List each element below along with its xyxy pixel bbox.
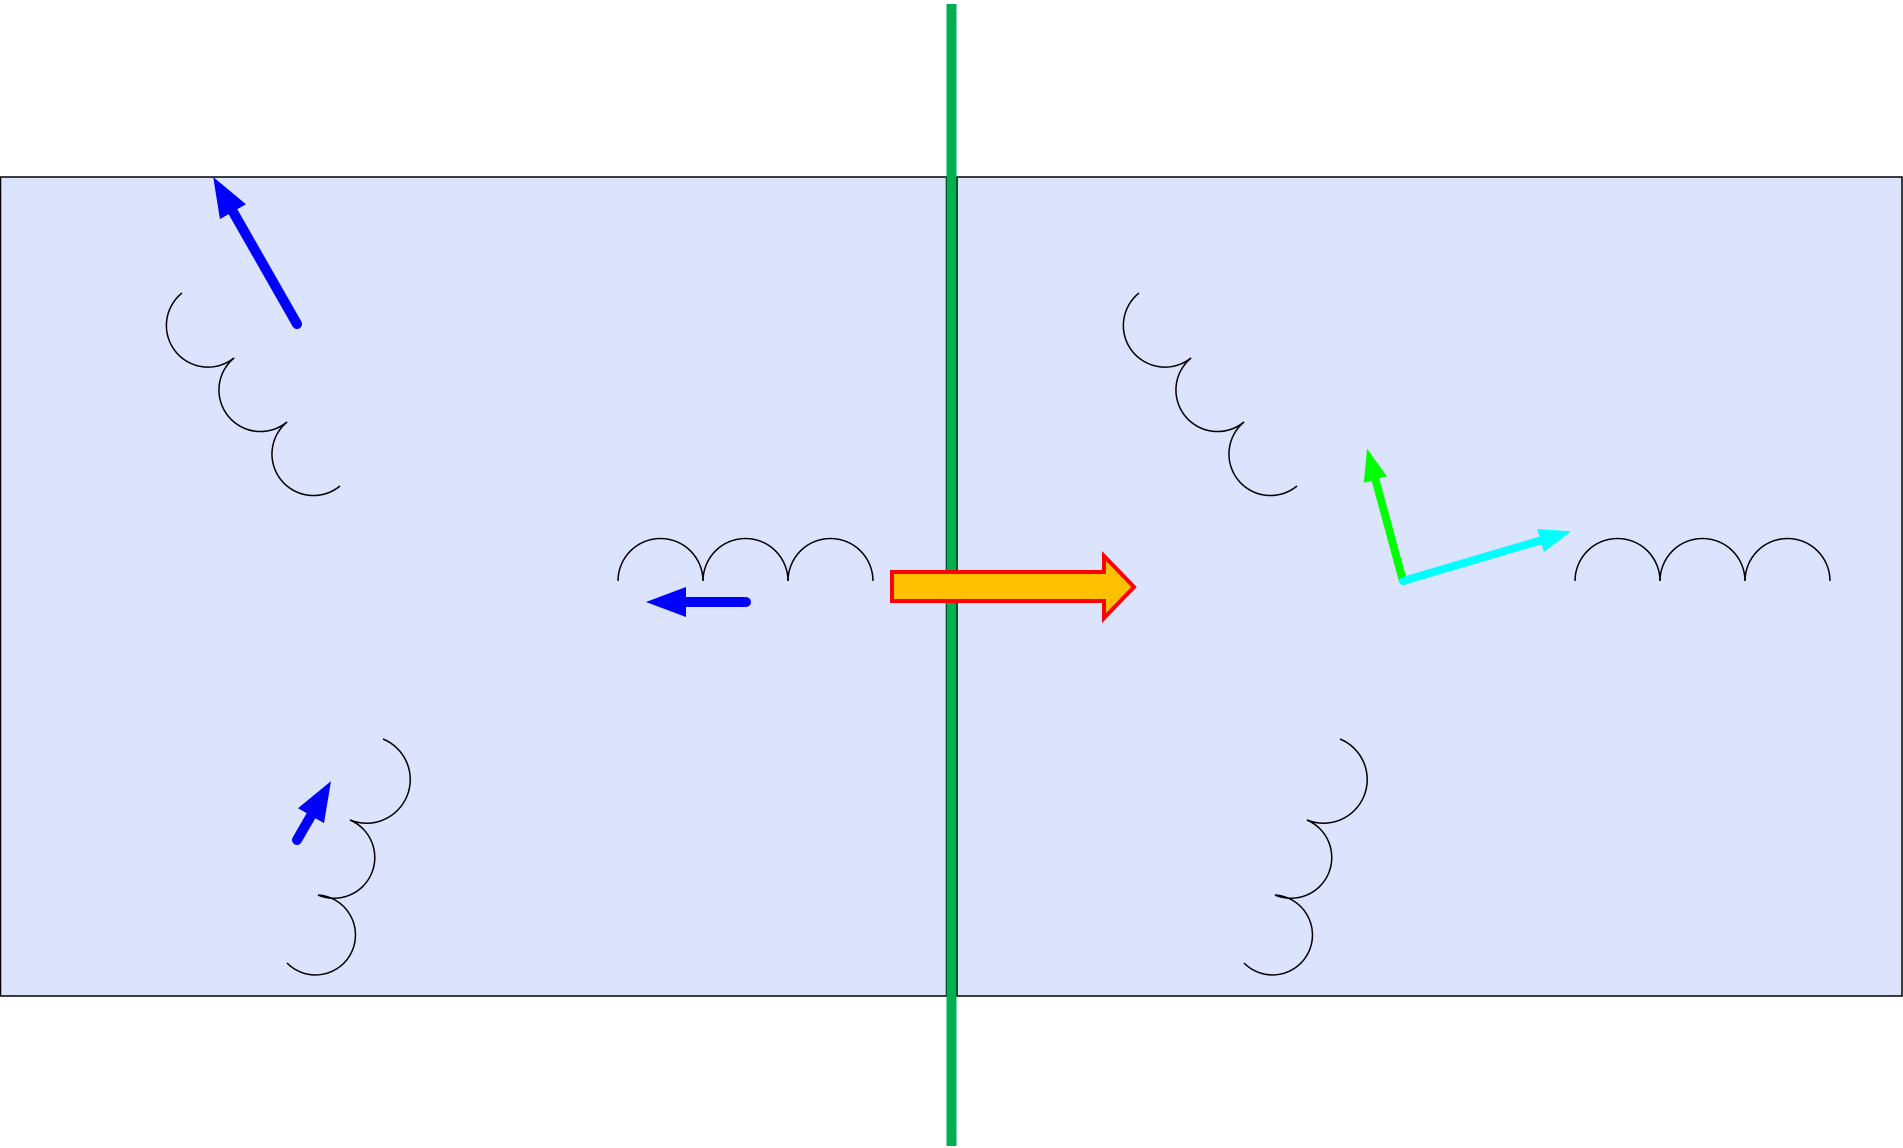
green-axis-arrow <box>1363 448 1407 585</box>
left-upper-spring <box>165 292 341 497</box>
right-horizontal-spring <box>1574 537 1831 582</box>
right-lower-spring <box>1243 738 1368 976</box>
right-upper-spring <box>1122 292 1298 497</box>
left-panel <box>0 176 948 997</box>
left-middle-spring <box>617 537 874 582</box>
left-lower-spring <box>286 738 411 976</box>
transition-arrow <box>890 551 1137 623</box>
left-lower-force-arrow <box>292 781 331 845</box>
cyan-axis-arrow <box>1399 528 1572 585</box>
left-upper-force-arrow <box>213 176 302 329</box>
